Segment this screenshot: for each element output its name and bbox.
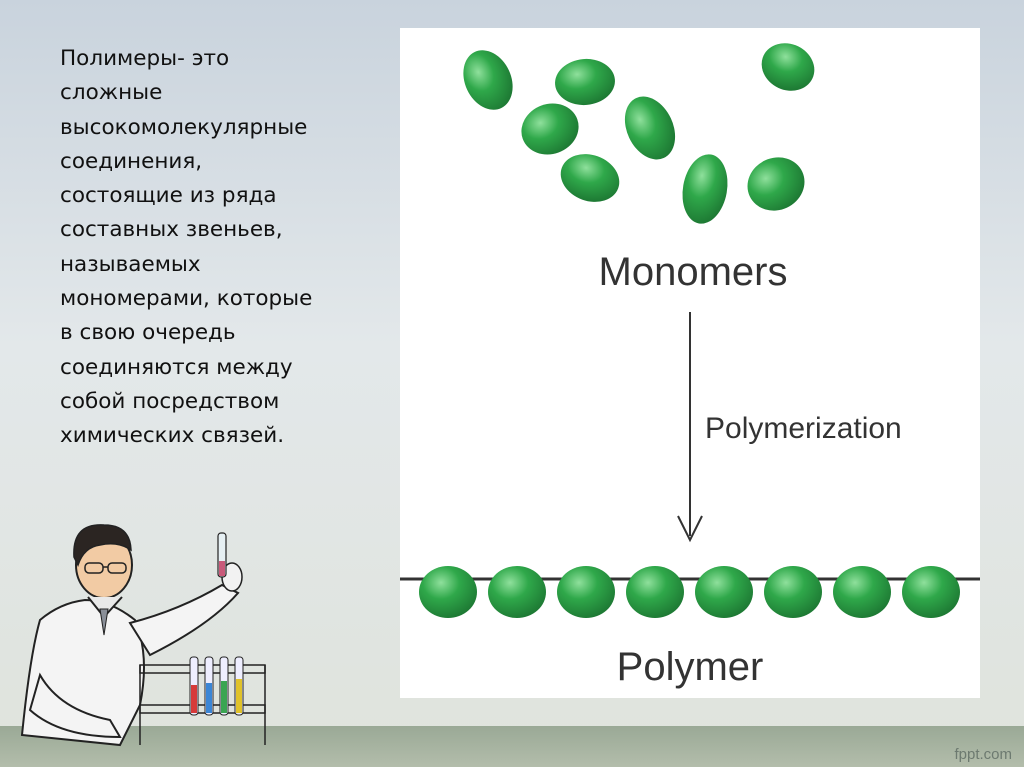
polymer-unit: [902, 566, 960, 618]
monomer: [463, 50, 513, 110]
monomer: [747, 157, 805, 211]
monomer: [682, 154, 728, 224]
polymerization-arrow: [677, 312, 703, 543]
monomer: [761, 43, 815, 91]
scientist-illustration: [20, 524, 266, 747]
watermark: fppt.com: [954, 746, 1012, 763]
polymer-unit: [764, 566, 822, 618]
polymer-unit: [488, 566, 546, 618]
polymer-chain: [400, 566, 980, 618]
monomer: [521, 103, 579, 155]
monomers-label: Monomers: [599, 250, 788, 294]
floor-band: [0, 726, 1024, 767]
monomer: [560, 154, 620, 202]
slide-body-text: Полимеры- это сложные высокомолекулярные…: [60, 46, 313, 449]
monomer: [555, 58, 615, 106]
monomers-group: [463, 43, 815, 224]
test-tube-rack: [139, 656, 266, 745]
monomer: [624, 96, 676, 160]
polymer-unit: [419, 566, 477, 618]
polymer-unit: [626, 566, 684, 618]
polymer-unit: [557, 566, 615, 618]
diagram-svg: Monomers Polymerization Polymer: [400, 43, 980, 689]
polymer-label: Polymer: [617, 645, 764, 689]
polymer-unit: [833, 566, 891, 618]
polymer-unit: [695, 566, 753, 618]
polymerization-label: Polymerization: [705, 412, 902, 445]
polymerization-diagram: Monomers Polymerization Polymer: [400, 28, 980, 698]
